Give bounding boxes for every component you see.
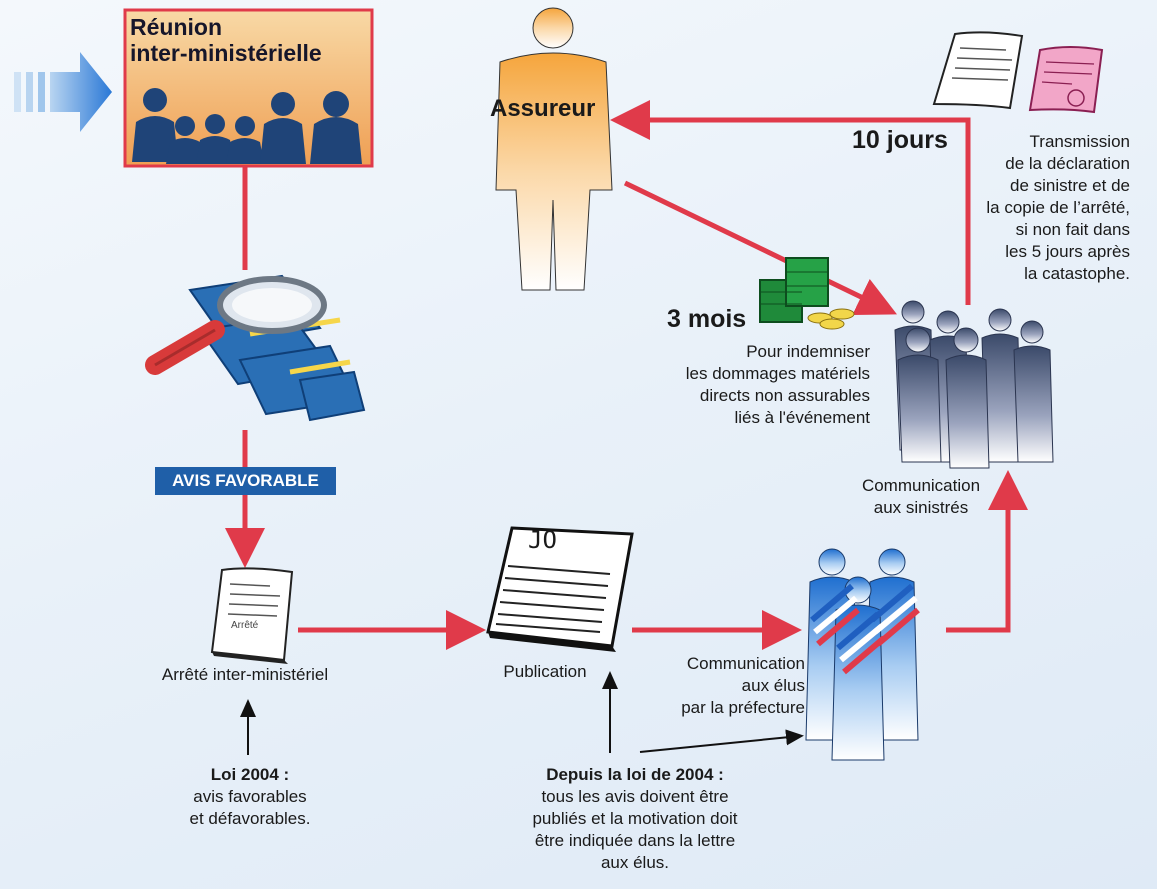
depuis-2004-title: Depuis la loi de 2004 : <box>546 765 724 784</box>
communication-sinistres-line1: Communication <box>861 476 981 495</box>
communication-elus-line2: aux élus <box>741 676 805 695</box>
meeting-people-icon <box>132 88 362 164</box>
transmission-line2: de la déclaration <box>1005 154 1130 173</box>
dix-jours-label: 10 jours <box>852 126 948 154</box>
indemniser-line4: liés à l'événement <box>734 408 870 427</box>
indemniser-text: Pour indemniser les dommages matériels d… <box>640 341 870 429</box>
magnifier-folders-icon <box>145 274 366 422</box>
reunion-title-line1: Réunion <box>130 14 222 40</box>
arrete-caption: Arrêté inter-ministériel <box>161 665 329 684</box>
jo-label: JO <box>528 526 557 554</box>
avis-favorable-badge: AVIS FAVORABLE <box>155 467 336 495</box>
transmission-text: Transmission de la déclaration de sinist… <box>950 131 1130 285</box>
flow-arrows <box>225 100 1028 650</box>
communication-sinistres-line2: aux sinistrés <box>873 498 969 517</box>
elus-with-sashes-icon <box>805 548 920 761</box>
depuis-2004-line3: être indiquée dans la lettre <box>534 831 736 850</box>
transmission-line7: la catastophe. <box>1024 264 1130 283</box>
jo-journal-icon <box>486 526 634 652</box>
depuis-2004-line1: tous les avis doivent être <box>541 787 729 806</box>
loi-2004-line1: avis favorables <box>193 787 307 806</box>
assureur-label: Assureur <box>490 95 596 122</box>
loi-2004-line2: et défavorables. <box>189 809 311 828</box>
transmission-line5: si non fait dans <box>1015 220 1130 239</box>
arrete-doc-label: Arrêté <box>231 620 259 631</box>
note-arrows <box>240 671 804 755</box>
transmission-line4: la copie de l’arrêté, <box>986 198 1130 217</box>
trois-mois-label: 3 mois <box>667 305 747 333</box>
arrete-document-icon <box>210 567 294 664</box>
reunion-title-line2: inter-ministérielle <box>130 40 322 66</box>
communication-elus: Communication aux élus par la préfecture <box>640 653 805 719</box>
indemniser-line1: Pour indemniser <box>746 342 870 361</box>
indemniser-line3: directs non assurables <box>699 386 870 405</box>
reunion-title: Réunion inter-ministérielle <box>130 14 322 66</box>
communication-sinistres: Communication aux sinistrés <box>836 475 1006 519</box>
transmission-line1: Transmission <box>1029 132 1130 151</box>
depuis-2004-note: Depuis la loi de 2004 : tous les avis do… <box>500 764 770 874</box>
arrete-copies-icon <box>932 31 1104 114</box>
reunion-box <box>123 8 374 168</box>
publication-caption: Publication <box>503 662 587 681</box>
incoming-arrow-icon <box>14 52 112 132</box>
loi-2004-title: Loi 2004 : <box>210 765 290 784</box>
assureur-silhouette-icon <box>495 7 613 291</box>
transmission-line3: de sinistre et de <box>1009 176 1130 195</box>
communication-elus-line1: Communication <box>686 654 805 673</box>
depuis-2004-line4: aux élus. <box>600 853 670 872</box>
indemniser-line2: les dommages matériels <box>685 364 870 383</box>
transmission-line6: les 5 jours après <box>1005 242 1130 261</box>
money-icon <box>759 257 855 330</box>
communication-elus-line3: par la préfecture <box>681 698 805 717</box>
depuis-2004-line2: publiés et la motivation doit <box>532 809 738 828</box>
sinistres-crowd-icon <box>894 300 1054 469</box>
loi-2004-note: Loi 2004 : avis favorables et défavorabl… <box>140 764 360 830</box>
